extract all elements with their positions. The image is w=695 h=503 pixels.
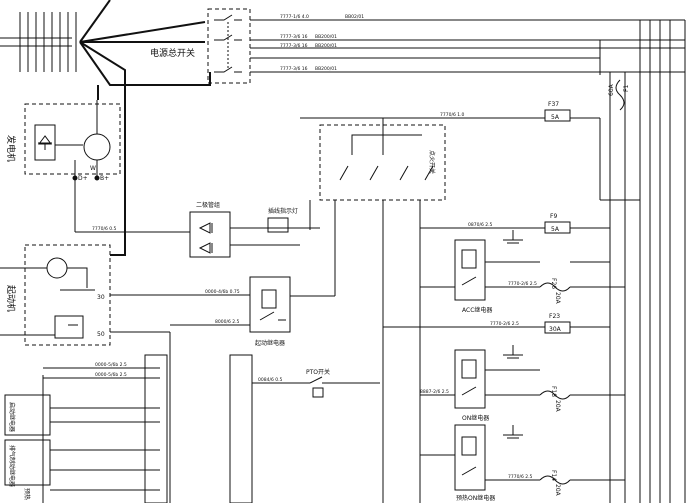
starter-label: 起动机 [5, 285, 17, 312]
wire-label: 0000-4/6b 0.75 [205, 289, 240, 295]
wire-label: 7770/6 0.5 [92, 226, 117, 232]
fuse-f1-id: F1 [623, 85, 630, 92]
fuse-f14-rating: 20A [554, 484, 561, 497]
generator-box [24, 103, 121, 175]
main-switch-label: 电源总开关 [150, 47, 195, 59]
preheat-relay-box [454, 424, 486, 491]
fuse-f23 [544, 321, 571, 334]
ground-symbol [503, 230, 523, 244]
wire-label: 0000-5/6b 2.5 [95, 362, 127, 368]
wire-label: 7777-3/6 16 [280, 66, 308, 72]
left-lower-box-2 [4, 439, 51, 486]
on-relay-label: ON继电器 [462, 414, 489, 422]
terminal-w: W [90, 165, 96, 172]
fuse-f37-id: F37 [548, 101, 559, 108]
diode-symbol [38, 135, 52, 150]
acc-relay-label: ACC继电器 [462, 306, 492, 314]
rectifier-block [34, 124, 56, 161]
main-power-cables [79, 0, 211, 256]
wire-label: BB200/01 [315, 34, 337, 40]
left-lower-wires [43, 367, 160, 491]
wire-label: 0870/6 2.5 [468, 222, 493, 228]
fuse-f1 [615, 79, 625, 111]
fuse-f9 [544, 221, 571, 234]
preheat-relay-label: 预热ON继电器 [456, 494, 495, 502]
acc-relay-box [454, 239, 486, 301]
left-box-2-label: 排气制动继电器 [8, 445, 16, 487]
fuse-f23-id: F23 [549, 313, 560, 320]
starter-solenoid [54, 315, 84, 339]
fuse-f26-id: F26 [550, 278, 557, 289]
dashboard-lamp-label: 插线指示灯 [268, 207, 298, 215]
wire-label: 8887-2/6 2.5 [420, 389, 449, 395]
top-wires [250, 19, 685, 75]
rectifier-box [189, 211, 231, 258]
generator-label: 发电机 [5, 135, 17, 162]
connector-block-1 [144, 354, 168, 503]
terminal-b-plus: B+ [100, 175, 109, 182]
fuse-f9-id: F9 [550, 213, 557, 220]
pto-switch-contact [309, 376, 325, 384]
fuse-f9-rating: 5A [551, 226, 560, 233]
wire-label: 0000-5/6b 2.5 [95, 372, 127, 378]
terminal-d-plus: D+ [78, 175, 88, 182]
battery-cable-bundle [0, 12, 77, 72]
right-bus-lines [609, 20, 686, 503]
connector-block-2 [229, 354, 253, 503]
start-relay-label: 起动继电器 [255, 339, 285, 347]
fuse-f14 [539, 475, 571, 485]
wire-label: 7777-3/6 16 [280, 43, 308, 49]
wire-label: 7770/6 1.0 [440, 112, 465, 118]
ignition-contacts [339, 134, 434, 181]
left-box-1-label: 启动继电器 [8, 402, 16, 432]
fuse-f37-rating: 5A [551, 114, 560, 121]
fuse-links [383, 117, 640, 481]
wire-label: BB200/01 [315, 66, 337, 72]
fuse-f18-id: F18 [550, 386, 557, 397]
start-relay-box [249, 276, 291, 333]
pto-switch-label: PTO开关 [306, 368, 330, 376]
fuse-f37 [544, 109, 571, 122]
fuse-f18 [539, 390, 571, 400]
ignition-switch-label: 点火开关 [428, 150, 436, 174]
wire-label: BB02/01 [345, 14, 364, 20]
fuse-boxes [539, 79, 625, 485]
terminal-50: 50 [97, 331, 105, 338]
fuse-f18-rating: 20A [554, 400, 561, 413]
terminal-30: 30 [97, 294, 105, 301]
fuse-f14-id: F14 [550, 470, 557, 481]
wire-label: 7777-3/6 16 [280, 34, 308, 40]
ground-symbol [503, 345, 523, 359]
on-relay-box [454, 349, 486, 409]
wire-label: 7770-2/6 2.5 [490, 321, 519, 327]
wire-label: 0084/6 0.5 [258, 377, 283, 383]
main-switch-box [207, 8, 251, 84]
wire-label: BB200/01 [315, 43, 337, 49]
wire-label: 8000/6 2.5 [215, 319, 240, 325]
fuse-f26-rating: 20A [554, 292, 561, 305]
starter-motor-symbol [46, 257, 68, 279]
wire-label: 7770-2/6 2.5 [508, 281, 537, 287]
generator-symbol [83, 133, 111, 161]
fuse-f1-rating: 60A [608, 83, 615, 96]
main-switch-contacts [214, 14, 242, 73]
left-lower-box-1 [4, 394, 51, 436]
fuse-f23-rating: 30A [549, 326, 562, 333]
fuse-f26 [539, 282, 571, 292]
wire-label: 7777-1/6 4.0 [280, 14, 309, 20]
rectifier-label: 二极管组 [196, 201, 220, 209]
dashboard-lamp [267, 217, 289, 233]
ground-symbol [503, 425, 523, 439]
wire-label: 7770/6 2.5 [508, 474, 533, 480]
left-box-3-label: 预热 [23, 488, 31, 500]
